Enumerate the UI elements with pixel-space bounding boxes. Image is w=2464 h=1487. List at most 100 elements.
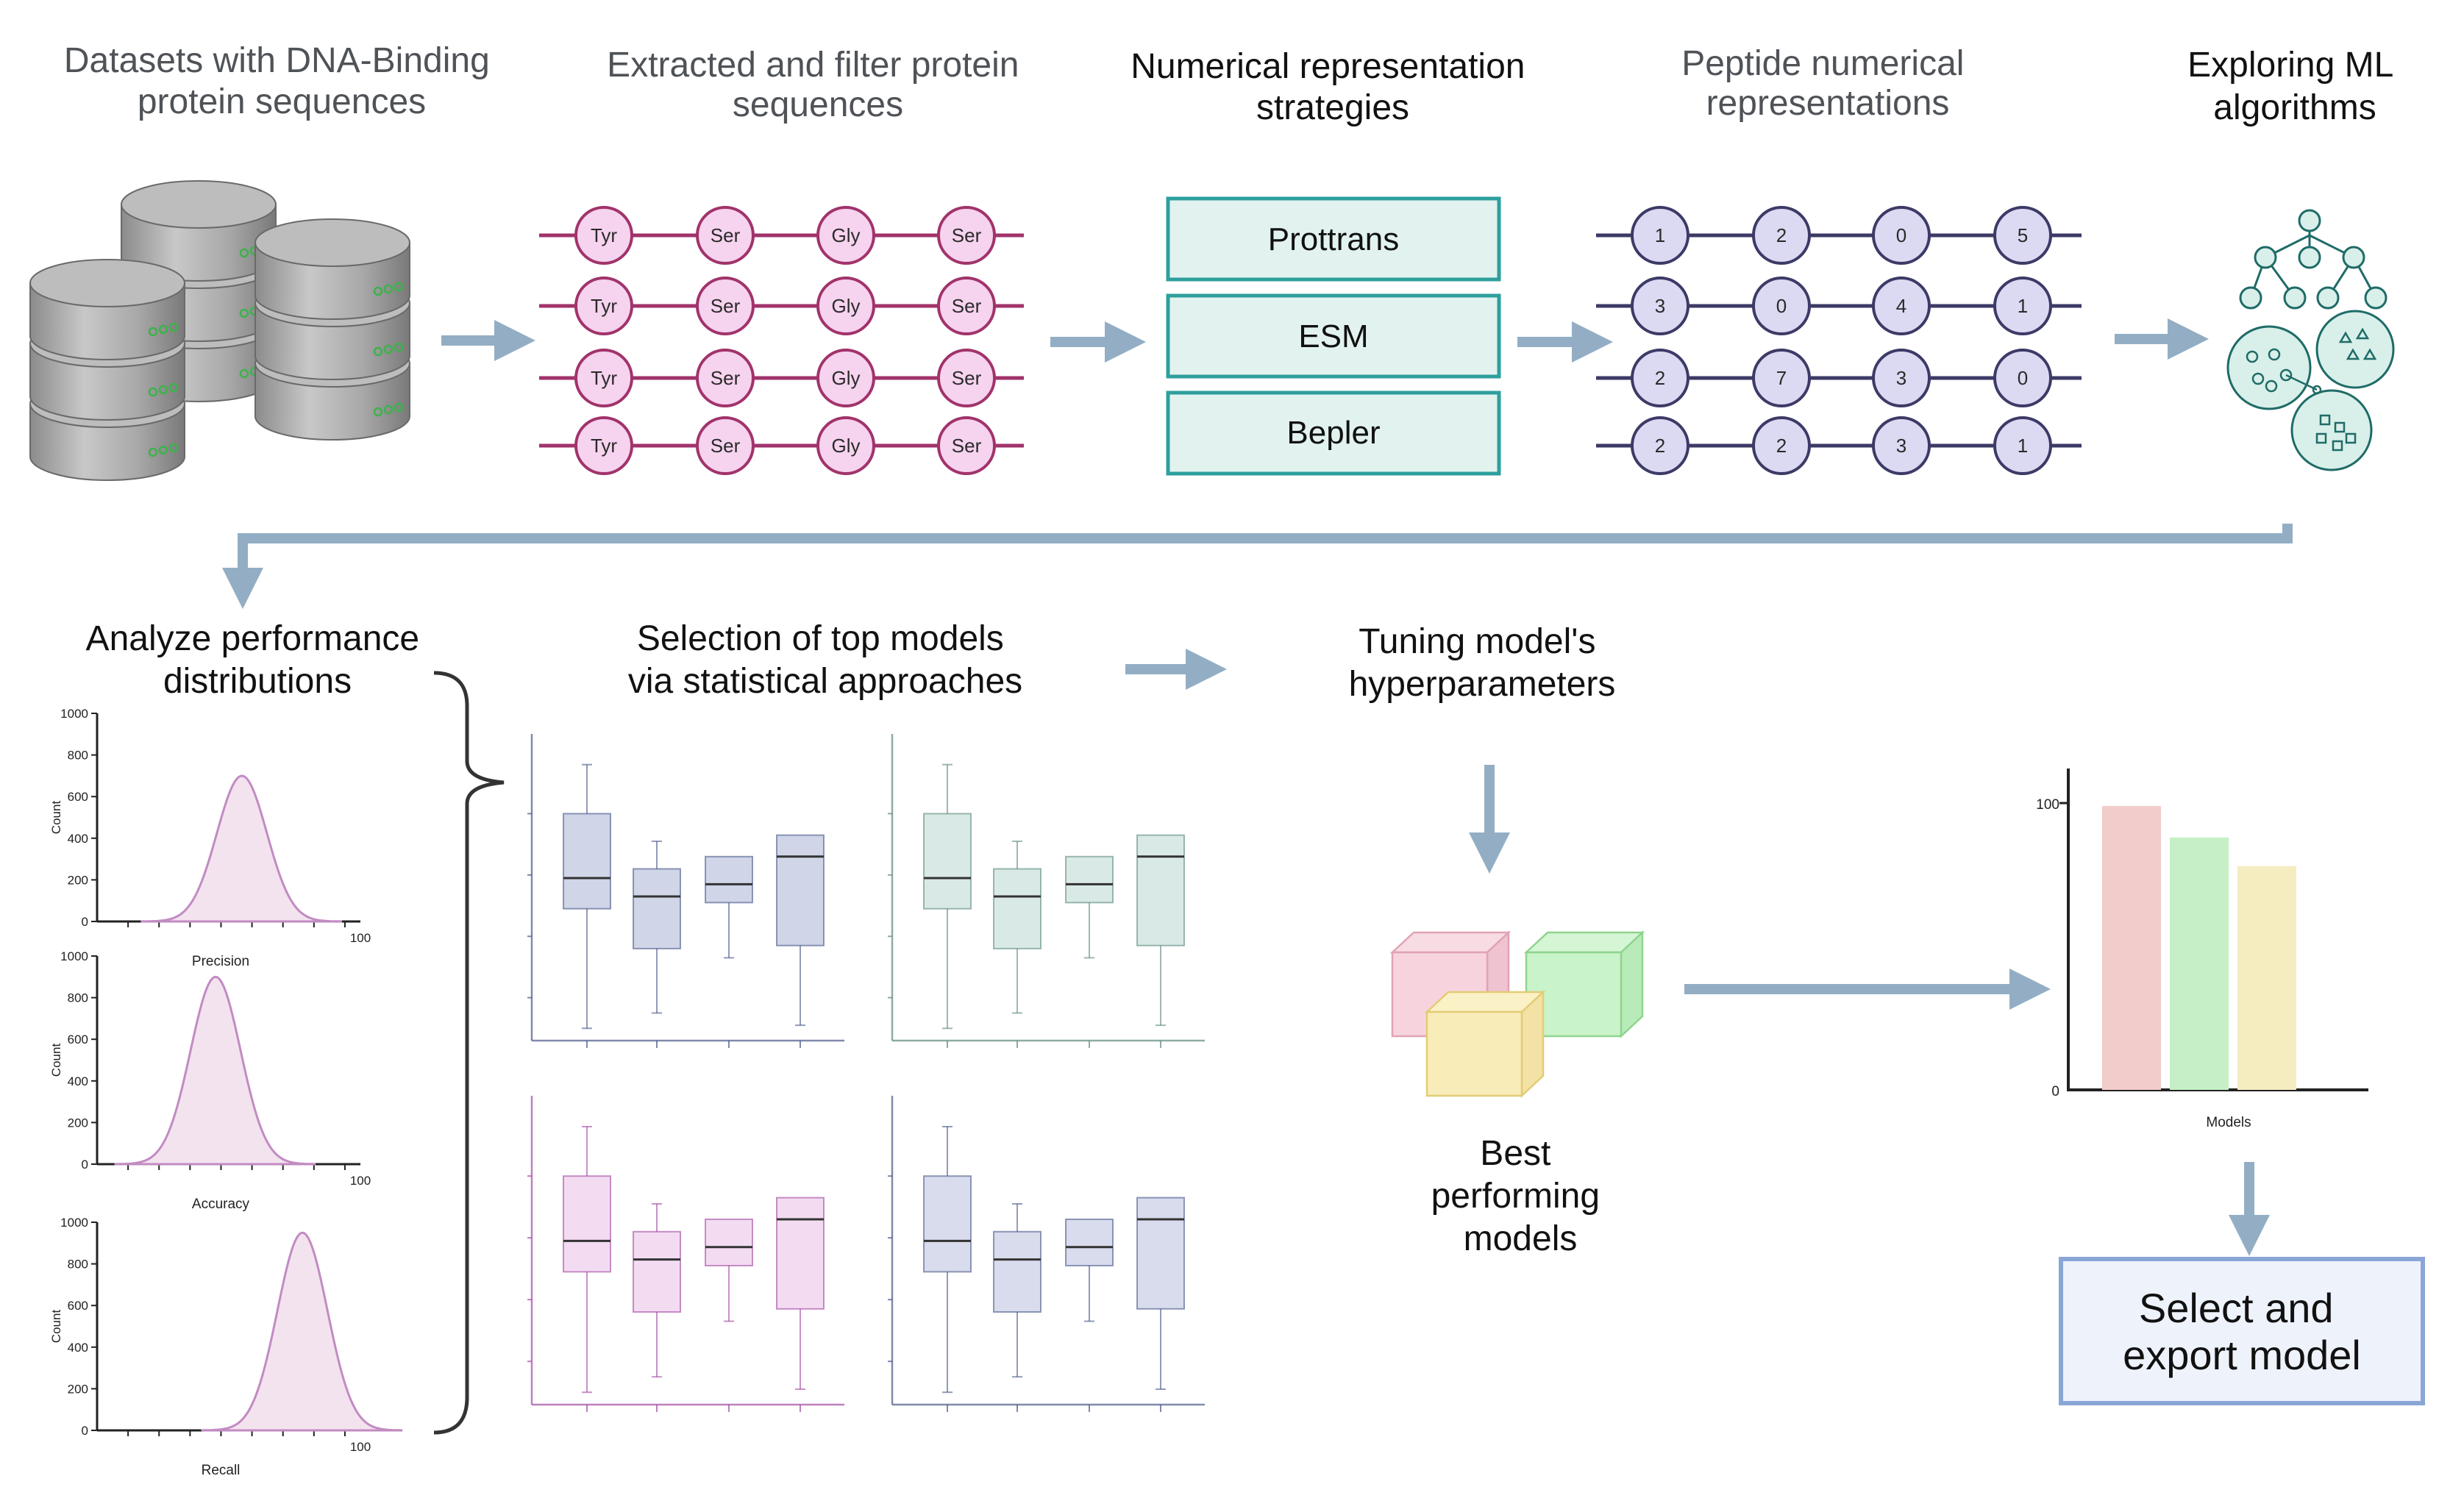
amino-acid-label: Ser <box>952 435 982 457</box>
boxplot-box <box>1136 1197 1185 1310</box>
amino-acid-label: Tyr <box>591 295 617 317</box>
status-led <box>373 286 383 296</box>
amino-acid-label: Ser <box>952 367 982 389</box>
status-led <box>239 368 249 379</box>
peptide-value: 4 <box>1896 295 1906 317</box>
status-led <box>383 284 394 294</box>
boxplot-box <box>923 1175 972 1273</box>
strategy-label: ESM <box>1298 318 1368 354</box>
strategy-box-bepler: Bepler <box>1166 391 1501 476</box>
amino-acid-node <box>816 206 875 265</box>
histogram-xmax-label: 100 <box>350 931 371 945</box>
model-bar <box>2102 805 2161 1090</box>
amino-acid-label: Gly <box>832 224 861 246</box>
best-heading: Best performing models <box>1431 1134 1610 1258</box>
status-led <box>168 443 179 453</box>
status-led <box>158 324 168 335</box>
bar-chart-xlabel: Models <box>2206 1115 2251 1130</box>
strategy-boxes: Prottrans ESM Bepler <box>1166 196 1501 476</box>
amino-acid-node <box>696 349 755 407</box>
amino-acid-node <box>937 277 996 335</box>
peptide-value: 2 <box>1776 435 1787 457</box>
histogram-ytick-label: 1000 <box>60 1216 88 1230</box>
amino-acid-node <box>937 349 996 407</box>
peptide-value: 3 <box>1896 435 1906 457</box>
amino-acid-node <box>574 349 633 407</box>
peptide-node <box>1993 416 2052 475</box>
histogram-ytick-label: 800 <box>68 1258 88 1272</box>
peptide-node <box>1872 206 1931 265</box>
final-bar-chart: 100 0 Models <box>2036 769 2368 1130</box>
histogram-ylabel: Count <box>49 1044 63 1077</box>
peptide-node <box>1631 416 1689 475</box>
boxplot-box <box>563 813 611 910</box>
amino-acid-node <box>937 206 996 265</box>
histogram-ytick-label: 600 <box>68 1033 88 1046</box>
amino-acid-label: Ser <box>952 295 982 317</box>
amino-acid-node <box>816 416 875 475</box>
amino-acid-node <box>696 277 755 335</box>
histogram-curve <box>114 975 316 1166</box>
amino-acid-label: Ser <box>711 367 741 389</box>
histogram-ytick-label: 400 <box>68 832 88 846</box>
boxplot-box <box>993 1230 1041 1313</box>
histogram-ytick-label: 800 <box>68 749 88 763</box>
model-bar <box>2170 837 2229 1090</box>
peptide-heading: Peptide numerical representations <box>1681 44 1974 123</box>
histogram-ytick-label: 0 <box>82 1424 88 1438</box>
boxplot-box <box>776 1197 825 1310</box>
boxplot-box <box>705 1219 753 1266</box>
peptide-node <box>1631 277 1689 335</box>
histogram-label: Recall <box>202 1463 241 1478</box>
peptide-node <box>1752 349 1811 407</box>
boxplot-box <box>633 868 681 949</box>
amino-acid-label: Tyr <box>591 224 617 246</box>
status-led <box>168 322 179 332</box>
ml-tree-cluster-icon <box>2226 209 2395 471</box>
boxplot-box <box>1065 1219 1114 1266</box>
export-label: Select and export model <box>2123 1285 2361 1378</box>
status-led <box>239 248 249 258</box>
peptide-node <box>1631 349 1689 407</box>
histogram-ytick-label: 200 <box>68 1382 88 1396</box>
model-bar <box>2237 866 2296 1090</box>
status-led <box>148 327 158 337</box>
peptide-node <box>1993 349 2052 407</box>
status-led <box>158 385 168 395</box>
peptide-value: 0 <box>1776 295 1787 317</box>
histogram-ytick-label: 200 <box>68 873 88 887</box>
status-led <box>148 447 158 457</box>
cube-yellow <box>1424 990 1546 1098</box>
amino-acid-node <box>816 349 875 407</box>
boxplot-box <box>1065 855 1114 904</box>
explore-heading: Exploring ML algorithms <box>2187 46 2402 127</box>
boxplot-box <box>923 813 972 910</box>
peptide-node <box>1872 416 1931 475</box>
histogram-ytick-label: 1000 <box>60 949 88 963</box>
amino-acid-label: Ser <box>711 435 741 457</box>
histogram-xmax-label: 100 <box>350 1174 371 1188</box>
strategy-label: Prottrans <box>1268 221 1400 257</box>
strategy-box-prottrans: Prottrans <box>1166 196 1501 282</box>
histogram-ytick-label: 1000 <box>60 707 88 721</box>
amino-acid-node <box>574 416 633 475</box>
amino-acid-node <box>574 206 633 265</box>
status-led <box>239 308 249 318</box>
peptide-node <box>1993 206 2052 265</box>
select-export-model-box[interactable]: Select and export model <box>2059 1257 2425 1405</box>
histogram-ylabel: Count <box>49 1310 63 1344</box>
histogram-label: Accuracy <box>192 1197 250 1212</box>
boxplot-box <box>633 1230 681 1313</box>
tuning-heading: Tuning model's hyperparameters <box>1349 622 1616 704</box>
histogram-ytick-label: 600 <box>68 1299 88 1313</box>
peptide-value: 7 <box>1776 367 1787 389</box>
boxplot-panel <box>888 1096 1205 1412</box>
amino-acid-node <box>816 277 875 335</box>
status-led <box>383 404 394 415</box>
